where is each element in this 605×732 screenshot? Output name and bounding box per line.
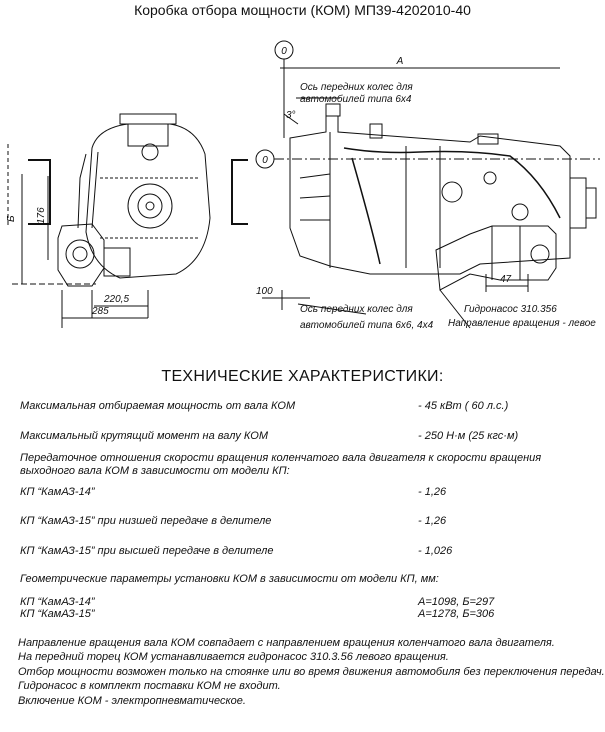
page-title: Коробка отбора мощности (КОМ) МП39-42020… — [134, 2, 471, 18]
axle-6x6-line1: Ось передних колес для — [300, 304, 413, 315]
ratio-intro-line2: выходного вала КОМ в зависимости от моде… — [20, 465, 290, 477]
note-line: Гидронасос в комплект поставки КОМ не вх… — [18, 680, 281, 693]
kp15-low-label: КП “КамАЗ-15” при низшей передаче в дели… — [20, 515, 272, 527]
pump-line2: Направление вращения - левое — [448, 318, 596, 329]
dim-a-label: A — [396, 56, 404, 67]
datum-zero-left: 0 — [262, 155, 268, 166]
angle-label: 3° — [286, 110, 296, 121]
kp14-label: КП “КамАЗ-14” — [20, 486, 95, 498]
axle-6x6-line2: автомобилей типа 6х6, 4х4 — [300, 319, 434, 331]
dim-176-label: 176 — [36, 207, 47, 224]
ratio-intro-line1: Передаточное отношения скорости вращения… — [20, 452, 542, 464]
note-line: Отбор мощности возможен только на стоянк… — [18, 665, 605, 678]
geom-kp14-label: КП “КамАЗ-14” — [20, 596, 95, 608]
axle-6x4-line2: автомобилей типа 6х4 — [300, 93, 412, 105]
max-torque-value: - 250 Н·м (25 кгс·м) — [418, 430, 519, 442]
notes-block: Направление вращения вала КОМ совпадает … — [18, 636, 605, 708]
geom-intro: Геометрические параметры установки КОМ в… — [20, 573, 439, 585]
note-line: Включение КОМ - электропневматическое. — [18, 694, 246, 707]
max-torque-label: Максимальный крутящий момент на валу КОМ — [20, 430, 268, 442]
datum-zero-top: 0 — [281, 46, 287, 57]
max-power-value: - 45 кВт ( 60 л.с.) — [418, 400, 509, 412]
section-title: ТЕХНИЧЕСКИЕ ХАРАКТЕРИСТИКИ: — [161, 368, 444, 385]
dim-285-label: 285 — [91, 306, 109, 317]
kp15-high-value: - 1,026 — [418, 545, 453, 557]
geom-kp15-label: КП “КамАЗ-15” — [20, 608, 95, 620]
dim-220-label: 220,5 — [103, 294, 129, 305]
kp15-high-label: КП “КамАЗ-15” при высшей передаче в дели… — [20, 545, 274, 557]
note-line: На передний торец КОМ устанавливается ги… — [18, 651, 449, 664]
note-line: Направление вращения вала КОМ совпадает … — [18, 637, 555, 649]
geom-kp15-value: A=1278, Б=306 — [418, 608, 495, 620]
geom-kp14-value: A=1098, Б=297 — [418, 596, 495, 608]
dim-b-label: Б — [6, 215, 17, 222]
kp14-value: - 1,26 — [418, 486, 447, 498]
kp15-low-value: - 1,26 — [418, 515, 447, 527]
dim-100-label: 100 — [256, 286, 273, 297]
pump-line1: Гидронасос 310.356 — [464, 304, 557, 315]
dim-47-label: 47 — [500, 274, 512, 285]
drawing-canvas: 0 0 A Б 176 220,5 285 100 47 3° Ось пере… — [6, 40, 600, 331]
axle-6x4-line1: Ось передних колес для — [300, 82, 413, 93]
max-power-label: Максимальная отбираемая мощность от вала… — [20, 400, 296, 412]
technical-drawing: 0 0 A Б 176 220,5 285 100 47 3° Ось пере… — [0, 28, 605, 363]
